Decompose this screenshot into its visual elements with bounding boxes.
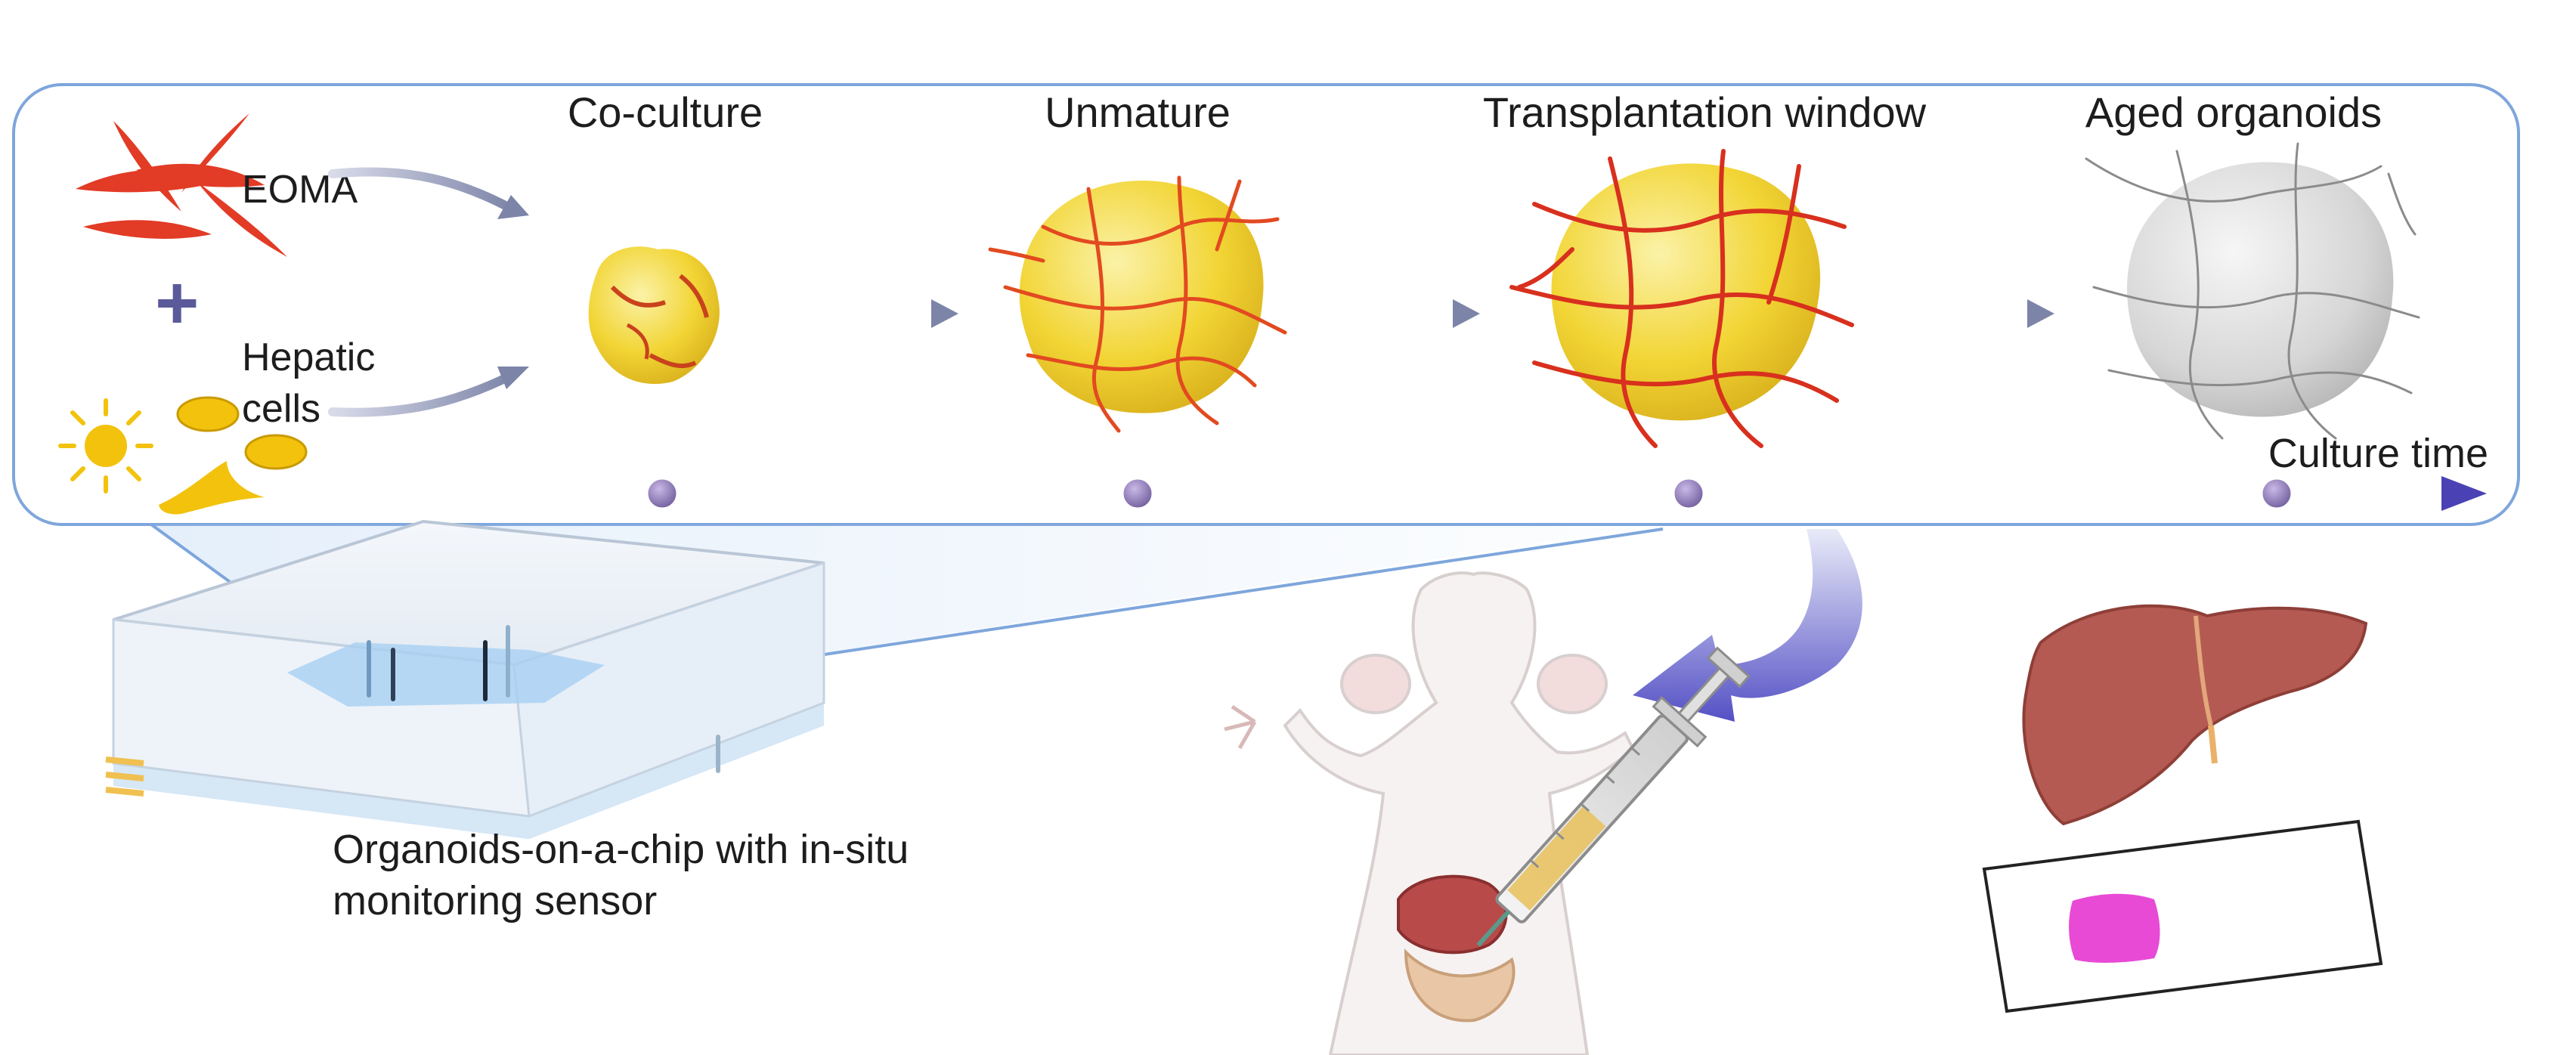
stage-arrow-2-icon [1300,299,1480,328]
timeline-dot-transplantation [1672,477,1705,510]
stage-title-unmature: Unmature [1045,88,1231,136]
timeline-axis-label: Culture time [2268,431,2488,476]
hepatic-arrow-icon [328,370,519,417]
stage-arrow-1-icon [763,299,958,328]
timeline-dot-aged [2260,477,2293,510]
eoma-cells-icon [76,113,287,257]
liver-icon [2022,604,2368,826]
stage-title-aged-organoids: Aged organoids [2085,88,2382,136]
timeline-dot-co-culture [646,477,679,510]
unmature-organoid-icon [988,175,1287,433]
stage-arrow-3-icon [1867,299,2054,328]
histology-slide-icon [1982,819,2383,1013]
hepatic-cells-icon [58,396,308,515]
transplant-arrow-icon [1633,529,1862,722]
eoma-arrow-icon [328,167,519,215]
plus-symbol: + [155,261,199,345]
mouse-icon [1224,571,1635,1055]
transplantation-organoid-icon [1509,149,1854,448]
organoid-chip-icon [105,519,825,839]
hepatic-label: Hepatic cells [242,336,386,431]
syringe-icon [1476,646,1751,947]
aged-organoid-icon [2085,142,2420,440]
chip-caption: Organoids-on-a-chip with in-situ monitor… [333,827,909,924]
co-culture-organoid-icon [588,246,720,384]
stage-title-co-culture: Co-culture [568,88,763,136]
timeline-dot-unmature [1121,477,1154,510]
stage-title-transplantation-window: Transplantation window [1483,88,1927,136]
culture-timeline [325,476,2487,511]
